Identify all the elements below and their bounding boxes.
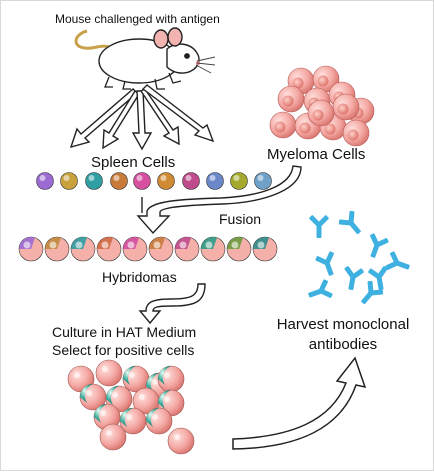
fusion-arrow [136, 165, 302, 235]
cultured-cell [145, 407, 173, 435]
spleen-cell [230, 172, 248, 190]
hybridoma-cell [96, 236, 122, 262]
spleen-cell [133, 172, 151, 190]
spleen-cells-label: Spleen Cells [91, 154, 176, 171]
hybridoma-cell [44, 236, 70, 262]
harvest-arrow [232, 356, 367, 450]
spleen-cell [182, 172, 200, 190]
antibody [308, 279, 333, 299]
spleen-arrows [69, 84, 215, 151]
myeloma-cell [342, 119, 370, 147]
spleen-cell [85, 172, 103, 190]
spleen-cell [254, 172, 272, 190]
myeloma-cluster [269, 65, 375, 147]
cultured-cell [79, 383, 107, 411]
hybridoma-cells-row [18, 236, 278, 262]
culture-cells-cluster [67, 359, 195, 455]
spleen-cells-row [36, 172, 272, 190]
hybridomas-label: Hybridomas [102, 269, 177, 285]
myeloma-cell [269, 111, 297, 139]
myeloma-cell [277, 85, 305, 113]
harvest-line2-label: antibodies [308, 336, 378, 353]
hybridoma-cell [226, 236, 252, 262]
harvest-line1-label: Harvest monoclonal [276, 316, 410, 333]
spleen-cell [36, 172, 54, 190]
cultured-cell [167, 427, 195, 455]
mouse-illustration [74, 27, 216, 90]
myeloma-cell [312, 65, 340, 93]
antibody [344, 266, 364, 291]
spleen-cell [60, 172, 78, 190]
culture-line2-label: Select for positive cells [52, 342, 195, 358]
antibody [385, 251, 410, 271]
antibody [369, 233, 389, 258]
hybridoma-cell [70, 236, 96, 262]
mouse-label: Mouse challenged with antigen [55, 12, 220, 26]
antibody [338, 210, 361, 235]
culture-arrow [138, 283, 206, 325]
hybridoma-cell [252, 236, 278, 262]
hybridoma-cell [200, 236, 226, 262]
antibody [309, 215, 329, 238]
hybridoma-cell [122, 236, 148, 262]
spleen-cell [157, 172, 175, 190]
myeloma-cell [307, 99, 335, 127]
hybridoma-cell [148, 236, 174, 262]
cultured-cell [119, 407, 147, 435]
cultured-cell [99, 423, 127, 451]
hybridoma-cell [174, 236, 200, 262]
culture-line1-label: Culture in HAT Medium [52, 324, 197, 340]
fusion-label: Fusion [219, 211, 262, 227]
antibody [315, 251, 335, 276]
myeloma-cells-label: Myeloma Cells [267, 146, 366, 163]
spleen-cell [206, 172, 224, 190]
antibody [361, 280, 384, 305]
cultured-cell [95, 359, 123, 387]
cultured-cell [157, 365, 185, 393]
antibodies-group [308, 210, 410, 305]
cultured-cell [122, 365, 150, 393]
hybridoma-cell [18, 236, 44, 262]
spleen-cell [110, 172, 128, 190]
antibody [368, 266, 388, 291]
myeloma-cell [332, 93, 360, 121]
